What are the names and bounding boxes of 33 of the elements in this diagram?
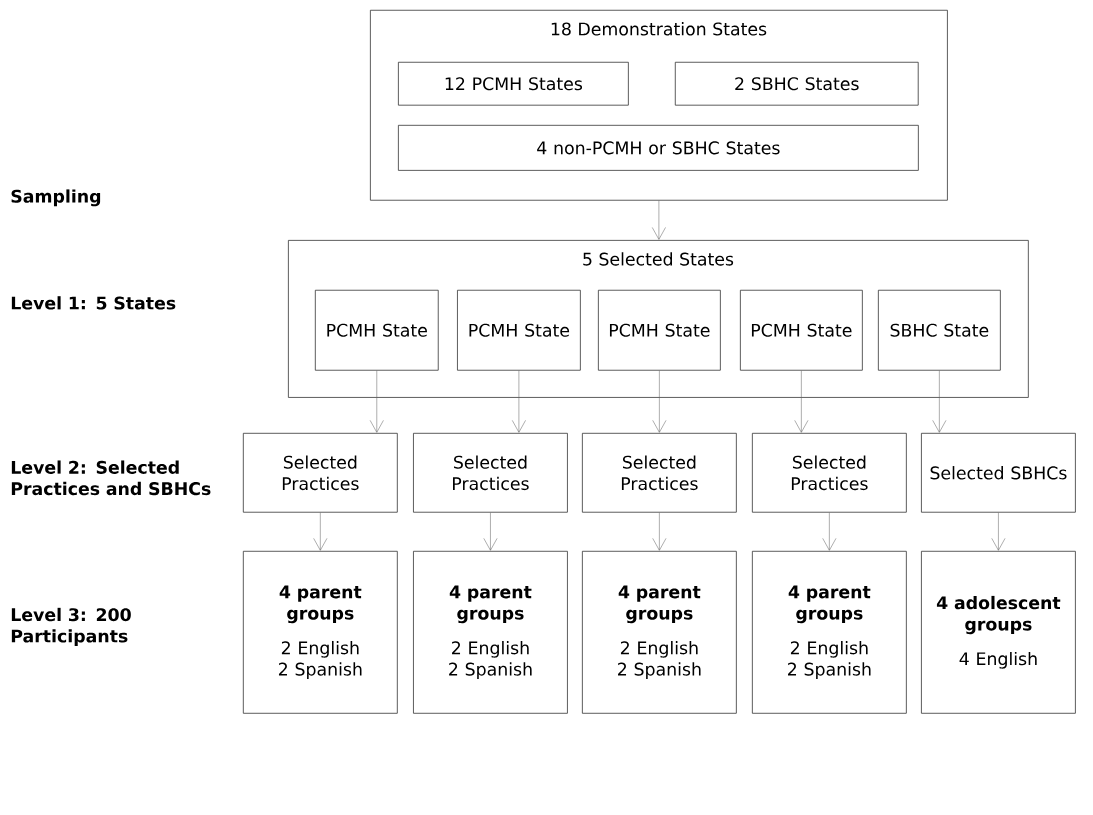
arrow (652, 512, 667, 551)
box: SBHC State (877, 289, 1001, 371)
arrow (369, 370, 384, 433)
box: 2 SBHC States (674, 61, 919, 106)
level-label: Level 3: 200 Participants (11, 607, 131, 646)
group-count-box: 4 parent groups 2 English 2 Spanish (413, 550, 568, 714)
box: PCMH State (457, 289, 581, 371)
arrow (794, 370, 809, 433)
group-count-box: 4 parent groups 2 English 2 Spanish (242, 550, 398, 714)
arrow (511, 370, 526, 433)
level-label: Level 2: Selected Practices and SBHCs (11, 460, 211, 496)
arrow (932, 370, 947, 433)
box: 4 non-PCMH or SBHC States (398, 124, 919, 171)
arrow (652, 370, 667, 433)
box: PCMH State (597, 289, 721, 371)
box: PCMH State (739, 289, 863, 371)
box: Selected Practices (751, 432, 907, 513)
group-count-box: 4 adolescent groups 4 English (921, 550, 1076, 714)
level-label: Sampling (11, 189, 101, 207)
box: Selected Practices (581, 432, 737, 513)
box: Selected Practices (242, 432, 398, 513)
box: 12 PCMH States (398, 61, 629, 106)
box: PCMH State (314, 289, 439, 371)
arrow (991, 512, 1006, 551)
arrow (313, 512, 328, 551)
box: Selected Practices (413, 432, 568, 513)
arrow (822, 512, 837, 551)
box: Selected SBHCs (921, 432, 1076, 513)
arrow (483, 512, 498, 551)
arrow (651, 200, 666, 240)
group-count-box: 4 parent groups 2 English 2 Spanish (751, 550, 907, 714)
level-label: Level 1: 5 States (11, 296, 176, 310)
group-count-box: 4 parent groups 2 English 2 Spanish (581, 550, 737, 714)
